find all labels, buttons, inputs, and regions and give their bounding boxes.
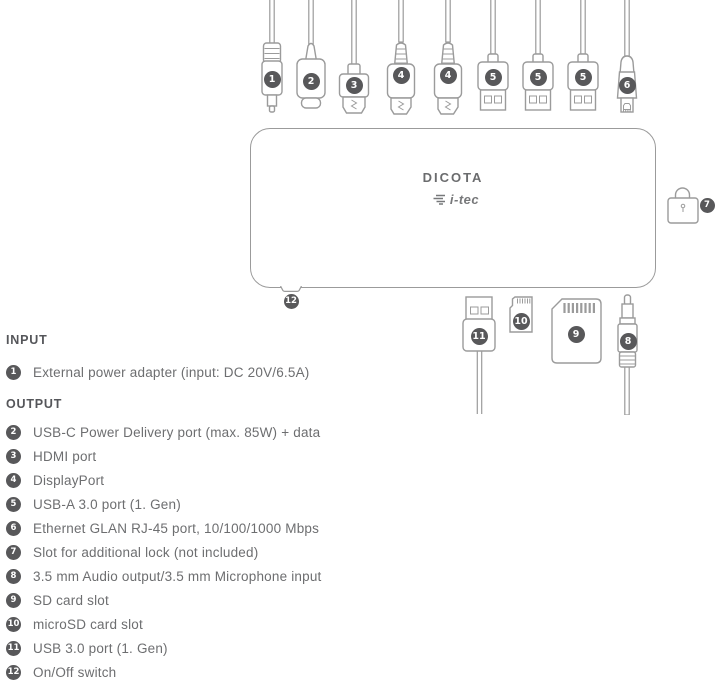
hdmi-plug-icon: [338, 0, 370, 114]
legend-text-11: USB 3.0 port (1. Gen): [33, 640, 168, 656]
legend-badge-7: 7: [6, 544, 21, 560]
legend-badge-9: 9: [6, 592, 21, 608]
legend-item-9: 9 SD card slot: [6, 588, 426, 612]
displayport-plug-icon: [386, 0, 416, 115]
legend-badge-6: 6: [6, 520, 21, 536]
legend-item-7: 7 Slot for additional lock (not included…: [6, 540, 426, 564]
input-heading: INPUT: [6, 333, 48, 347]
usb-a-plug-icon: [522, 0, 554, 111]
connector-badge-4: 4: [392, 66, 410, 84]
legend-item-10: 10 microSD card slot: [6, 612, 426, 636]
connector-badge-7: 7: [699, 197, 715, 213]
legend-badge-10: 10: [6, 616, 21, 632]
connector-badge-12: 12: [283, 293, 299, 309]
legend-text-3: HDMI port: [33, 448, 97, 464]
docking-station-body: [250, 128, 656, 288]
connector-badge-5: 5: [484, 68, 502, 86]
legend-item-5: 5 USB-A 3.0 port (1. Gen): [6, 492, 426, 516]
legend-item-2: 2 USB-C Power Delivery port (max. 85W) +…: [6, 420, 426, 444]
legend-badge-8: 8: [6, 568, 21, 584]
connector-badge-2: 2: [302, 72, 320, 90]
brand-logo-dicota: DICOTA: [422, 170, 484, 185]
legend: INPUT 1 External power adapter (input: D…: [6, 332, 426, 684]
dc-power-plug-icon: [261, 0, 283, 113]
itec-arrow-icon: [433, 194, 445, 205]
rj45-plug-icon: [616, 0, 638, 113]
legend-item-1: 1 External power adapter (input: DC 20V/…: [6, 360, 426, 384]
legend-item-6: 6 Ethernet GLAN RJ-45 port, 10/100/1000 …: [6, 516, 426, 540]
usb-a-plug-icon: [477, 0, 509, 111]
connector-badge-6: 6: [618, 76, 636, 94]
usb-a-plug-up-icon: [462, 296, 496, 414]
legend-text-4: DisplayPort: [33, 472, 105, 488]
legend-text-6: Ethernet GLAN RJ-45 port, 10/100/1000 Mb…: [33, 520, 320, 536]
legend-text-8: 3.5 mm Audio output/3.5 mm Microphone in…: [33, 568, 322, 584]
connector-badge-9: 9: [567, 325, 585, 343]
legend-text-7: Slot for additional lock (not included): [33, 544, 259, 560]
legend-badge-2: 2: [6, 424, 21, 440]
connector-badge-11: 11: [470, 327, 488, 345]
legend-badge-1: 1: [6, 364, 21, 380]
legend-badge-12: 12: [6, 664, 21, 680]
itec-wordmark: i-tec: [449, 192, 480, 207]
legend-badge-4: 4: [6, 472, 21, 488]
legend-text-1: External power adapter (input: DC 20V/6.…: [33, 364, 310, 380]
connector-badge-5b: 5: [529, 68, 547, 86]
connector-badge-4b: 4: [439, 66, 457, 84]
connector-badge-1: 1: [263, 70, 281, 88]
usb-c-plug-icon: [296, 0, 326, 109]
legend-item-3: 3 HDMI port: [6, 444, 426, 468]
legend-text-12: On/Off switch: [33, 664, 117, 680]
usb-a-plug-icon: [567, 0, 599, 111]
on-off-switch-icon: [279, 286, 303, 292]
legend-badge-11: 11: [6, 640, 21, 656]
legend-badge-5: 5: [6, 496, 21, 512]
output-heading: OUTPUT: [6, 397, 63, 411]
legend-item-4: 4 DisplayPort: [6, 468, 426, 492]
audio-jack-up-icon: [617, 294, 638, 415]
legend-item-8: 8 3.5 mm Audio output/3.5 mm Microphone …: [6, 564, 426, 588]
legend-text-2: USB-C Power Delivery port (max. 85W) + d…: [33, 424, 321, 440]
legend-badge-3: 3: [6, 448, 21, 464]
legend-text-10: microSD card slot: [33, 616, 143, 632]
legend-text-5: USB-A 3.0 port (1. Gen): [33, 496, 181, 512]
lock-icon: [667, 187, 699, 224]
displayport-plug-icon: [433, 0, 463, 115]
legend-item-11: 11 USB 3.0 port (1. Gen): [6, 636, 426, 660]
connector-badge-8: 8: [619, 332, 637, 350]
connector-badge-3: 3: [345, 76, 363, 94]
connector-badge-5c: 5: [574, 68, 592, 86]
connector-badge-10: 10: [512, 312, 530, 330]
legend-text-9: SD card slot: [33, 592, 109, 608]
legend-item-12: 12 On/Off switch: [6, 660, 426, 684]
brand-logo-itec: i-tec: [420, 192, 490, 207]
